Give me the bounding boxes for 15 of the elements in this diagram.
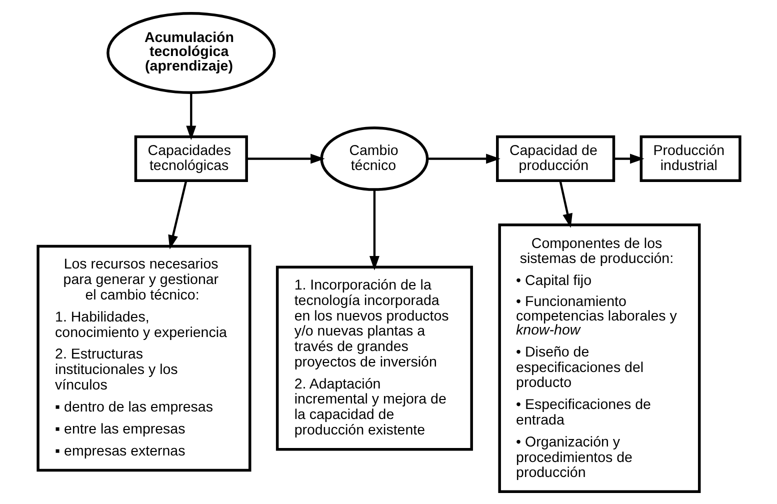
- node-box: Capacidad de producción: [496, 134, 615, 182]
- arrow: [558, 180, 572, 228]
- node-ellipse: Acumulación tecnológica (aprendizaje): [106, 11, 276, 94]
- arrow: [614, 153, 644, 164]
- arrow: [246, 153, 324, 164]
- arrow: [368, 189, 379, 270]
- node-box: Capacidades tecnológicas: [134, 134, 248, 182]
- node-box: Componentes de los sistemas de producción: • Capital fijo • Funcionamiento competencias laborales y know-how • Diseño de especificaciones del producto • Especificaciones de entrada • Organización y procedimientos de producción: [498, 223, 700, 492]
- node-ellipse: Cambio técnico: [320, 126, 428, 190]
- node-box: Los recursos necesarios para generar y gestionar el cambio técnico: 1. Habilidades, conocimiento y experiencia 2. Estructuras institucionales y los vínculos ▪ dentro de las empresas ▪ entre las empresas ▪ empresas externas: [36, 244, 251, 472]
- arrow: [168, 180, 187, 249]
- arrow: [427, 153, 500, 164]
- arrow: [186, 92, 196, 140]
- node-box: 1. Incorporación de la tecnología incorporada en los nuevos productos y/o nuevas plantas a través de grandes proyectos de inversión 2. Adaptación incremental y mejora de la capacidad de producción existente: [275, 265, 472, 450]
- node-box: Producción industrial: [639, 134, 741, 182]
